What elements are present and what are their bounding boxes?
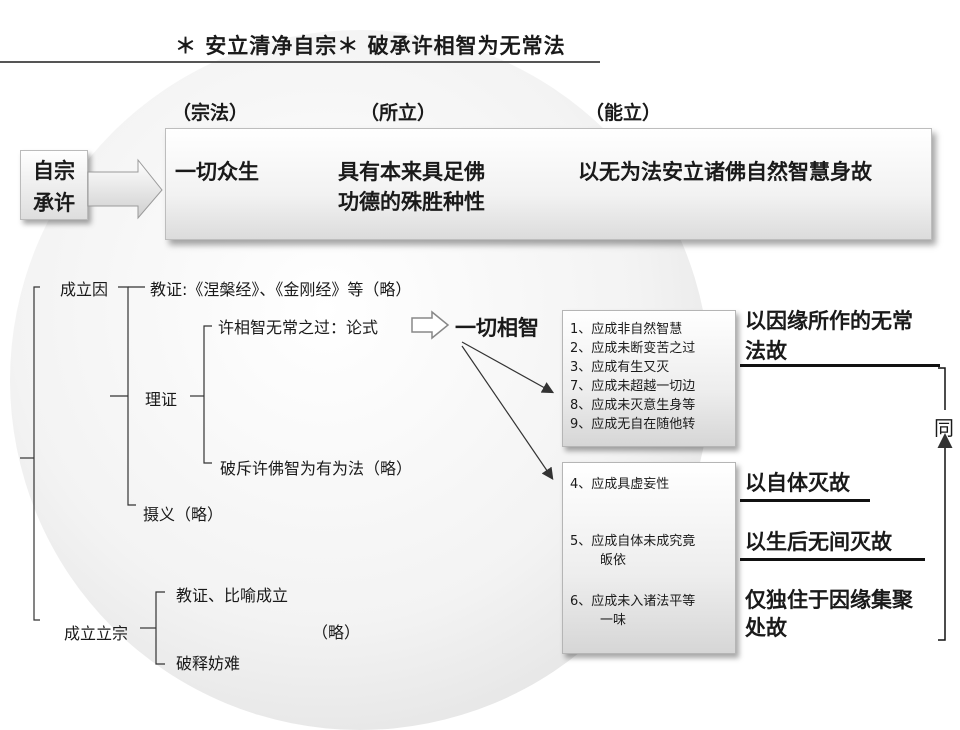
upper-item: 2、应成未断变苦之过 <box>570 341 696 356</box>
zizong-line2: 承许 <box>33 191 75 215</box>
big-arrow-icon <box>87 158 163 220</box>
tree-chenglizong: 成立立宗 <box>64 624 129 643</box>
zizong-chengxu-box: 自宗 承许 <box>20 150 88 220</box>
upper-consequence-box <box>562 310 736 447</box>
upper-item: 3、应成有生又灭 <box>570 360 670 375</box>
upper-conclusion-underline <box>740 364 940 367</box>
tree-poche: 破斥许佛智为有为法（略） <box>220 459 413 478</box>
upper-item: 9、应成无自在随他转 <box>570 417 696 432</box>
predicate-line1: 具有本来具足佛 <box>338 160 485 184</box>
upper-item: 7、应成未超越一切边 <box>570 379 696 394</box>
page-title: ＊ 安立清净自宗＊ 破承许相智为无常法 <box>175 34 566 58</box>
lower-item-6-line2: 一味 <box>600 613 627 628</box>
role-reason: （能立） <box>585 102 662 124</box>
upper-item: 8、应成未灭意生身等 <box>570 398 696 413</box>
tree-chengliyin: 成立因 <box>60 280 109 299</box>
tree-sheyi: 摄义（略） <box>143 505 224 524</box>
lower-conclusion-4: 以自体灭故 <box>745 471 850 495</box>
tree-yiqiexiangzhi: 一切相智 <box>455 316 539 340</box>
lower-conclusion-6-line2: 处故 <box>745 616 787 640</box>
lower-conclusion-5-underline <box>740 558 925 561</box>
zizong-line1: 自宗 <box>33 159 75 183</box>
tree-xuxiangzhi: 许相智无常之过：论式 <box>218 318 379 337</box>
lower-consequence-box <box>562 462 736 654</box>
lower-conclusion-6-line1: 仅独住于因缘集聚 <box>745 588 913 612</box>
hollow-arrow-icon <box>411 310 450 340</box>
tong-label: 同 <box>934 416 954 440</box>
role-predicate: （所立） <box>360 102 437 124</box>
role-thesis: （宗法） <box>172 102 249 124</box>
tree-jiaozheng-biyu: 教证、比喻成立 <box>176 586 289 605</box>
title-underline <box>0 61 600 63</box>
tree-poshi: 破释妨难 <box>176 654 241 673</box>
reason-text: 以无为法安立诸佛自然智慧身故 <box>578 160 872 184</box>
tree-lue: （略） <box>312 623 361 642</box>
upper-item-list: 1、应成非自然智慧 2、应成未断变苦之过 3、应成有生又灭 7、应成未超越一切边… <box>570 320 695 434</box>
lower-item-4: 4、应成具虚妄性 <box>570 477 670 492</box>
tree-jiaozheng: 教证:《涅槃经》、《金刚经》等（略） <box>150 280 412 299</box>
lower-conclusion-4-underline <box>740 499 870 502</box>
main-statement-box <box>165 128 932 240</box>
tree-lizheng: 理证 <box>145 390 178 409</box>
upper-conclusion-line1: 以因缘所作的无常 <box>745 309 913 333</box>
lower-item-5-line1: 5、应成自体未成究竟 <box>570 534 696 549</box>
predicate-line2: 功德的殊胜种性 <box>338 190 485 214</box>
upper-conclusion-line2: 法故 <box>745 339 787 363</box>
lower-item-6-line1: 6、应成未入诸法平等 <box>570 594 696 609</box>
lower-item-5-line2: 皈依 <box>600 553 627 568</box>
subject-text: 一切众生 <box>175 160 259 184</box>
lower-conclusion-5: 以生后无间灭故 <box>745 530 892 554</box>
upper-item: 1、应成非自然智慧 <box>570 322 683 337</box>
